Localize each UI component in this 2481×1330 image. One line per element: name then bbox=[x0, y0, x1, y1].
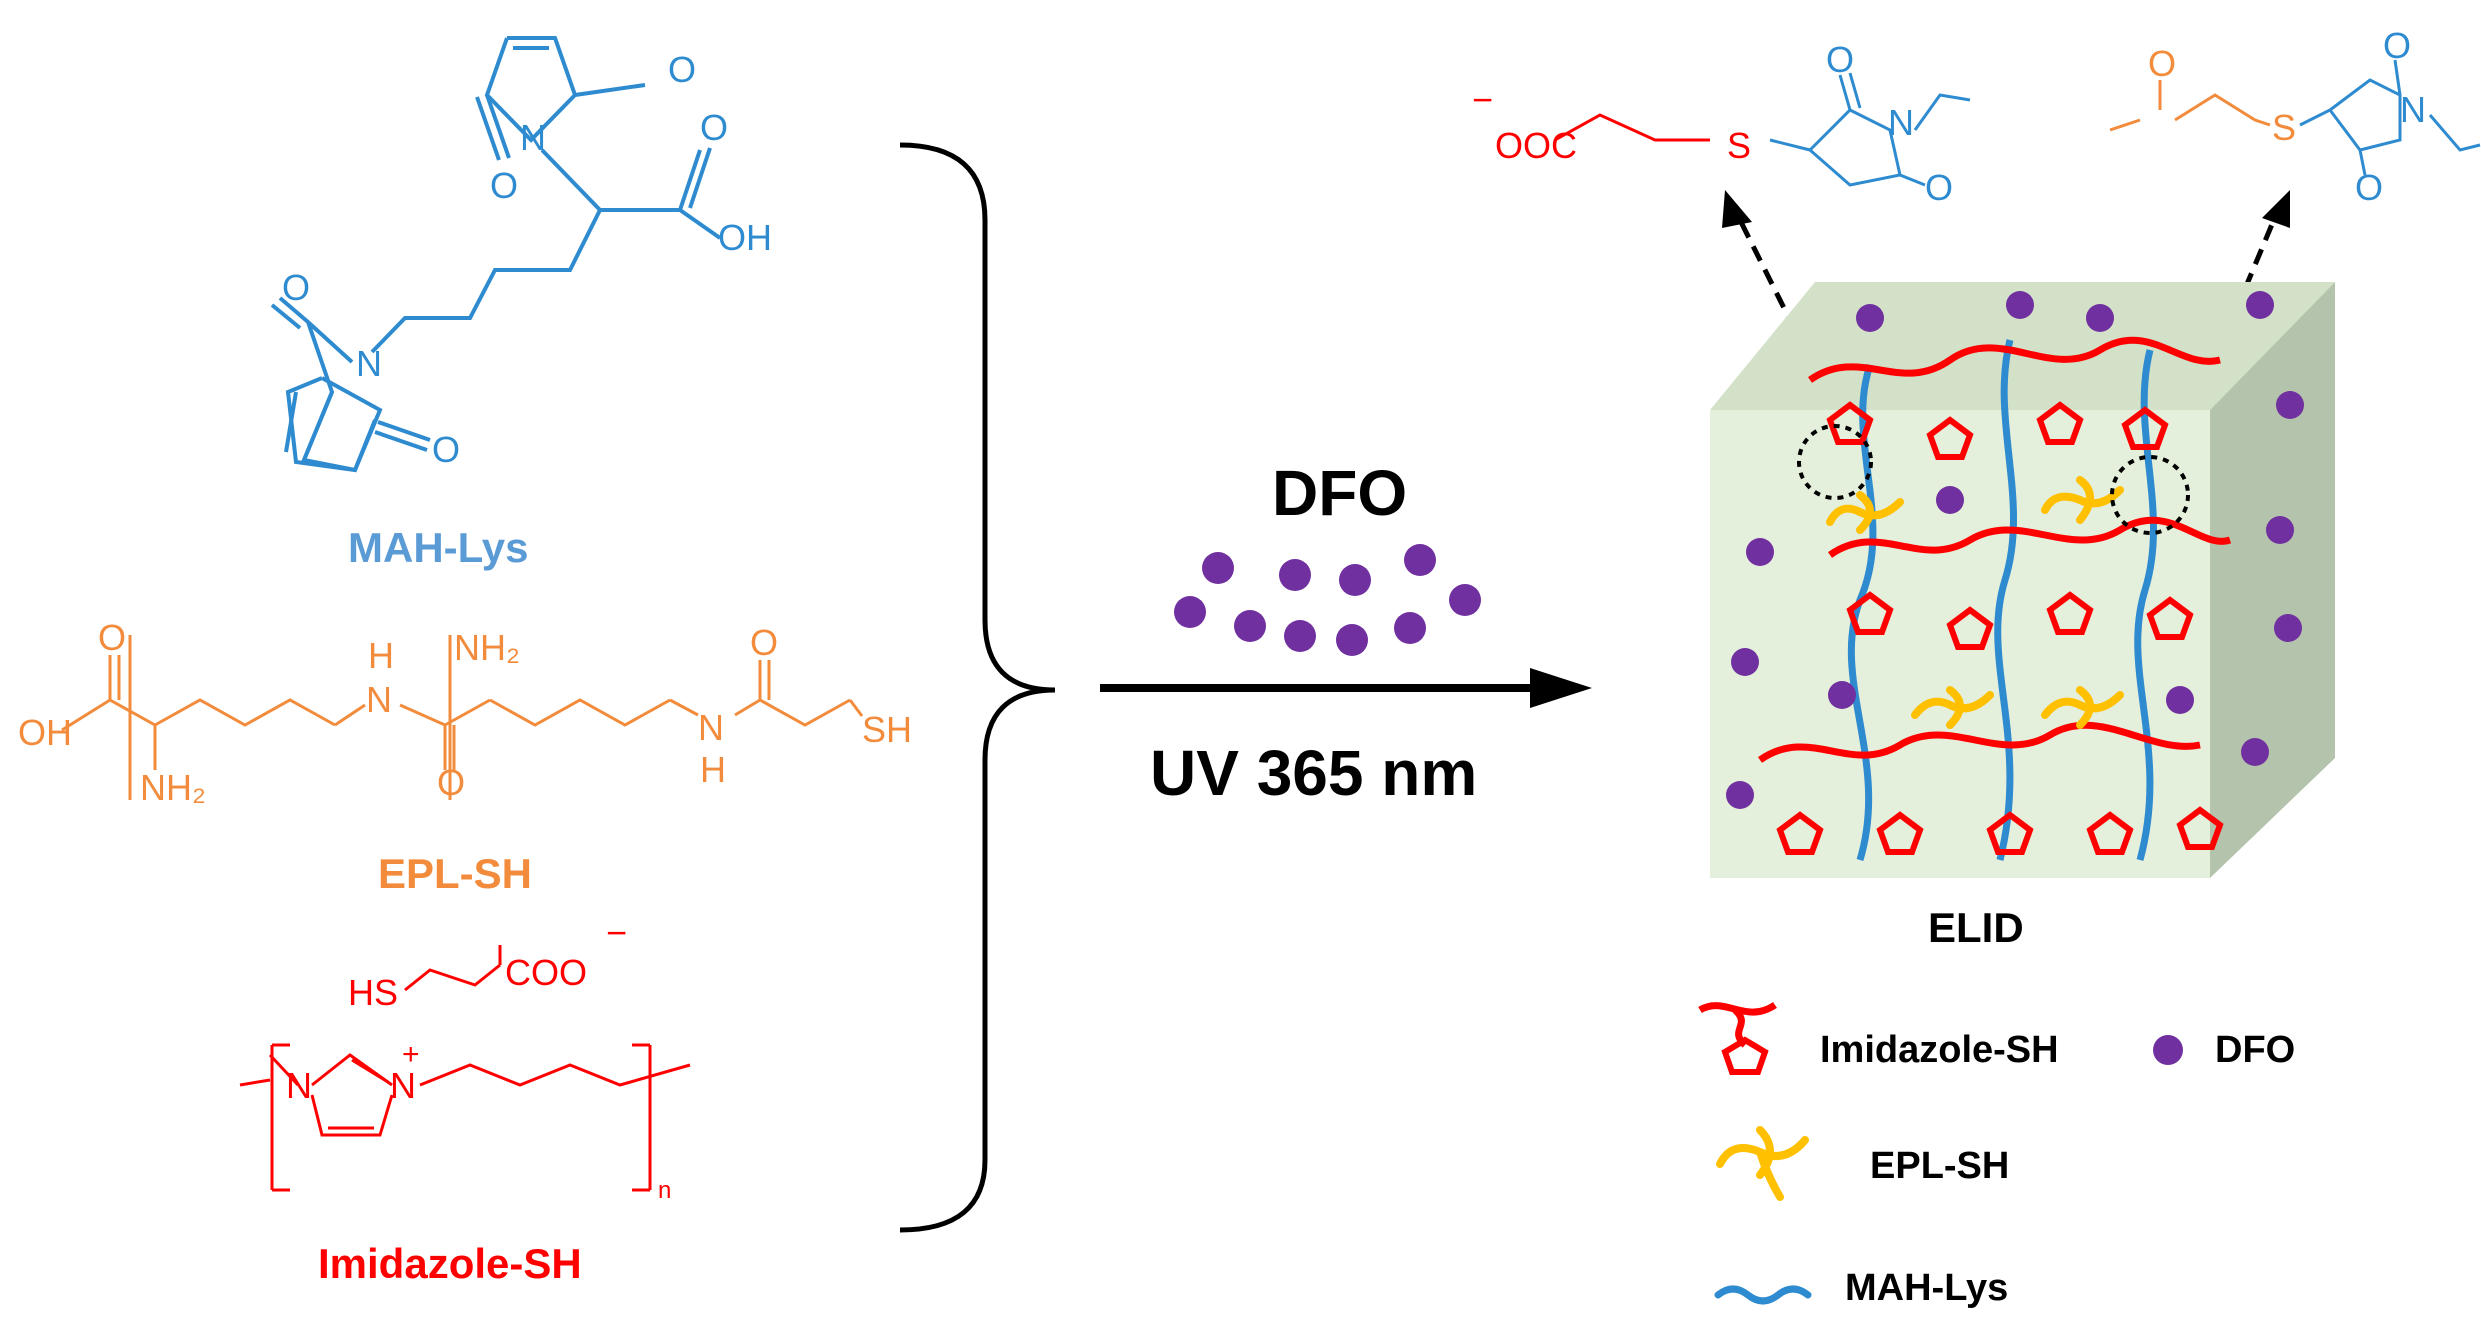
legend-epl-sh-text: EPL-SH bbox=[1870, 1145, 2009, 1187]
svg-text:O: O bbox=[98, 617, 126, 658]
mah-lys-label: MAH-Lys bbox=[348, 524, 528, 571]
svg-text:O: O bbox=[437, 762, 465, 803]
svg-text:O: O bbox=[282, 267, 310, 308]
legend-dfo-text: DFO bbox=[2215, 1029, 2295, 1071]
svg-text:S: S bbox=[2272, 107, 2296, 148]
svg-text:N: N bbox=[520, 117, 546, 158]
legend-mah-lys-icon bbox=[1714, 1285, 1812, 1305]
legend-mah-lys-text: MAH-Lys bbox=[1845, 1267, 2008, 1309]
svg-text:O: O bbox=[750, 622, 778, 663]
legend-dfo-dot bbox=[2153, 1035, 2183, 1065]
svg-text:COO: COO bbox=[505, 952, 587, 993]
epl-sh-atoms: OH O NH₂ H N NH₂ O N H O SH bbox=[18, 617, 912, 808]
svg-text:O: O bbox=[2355, 167, 2383, 208]
legend-imidazole-icon bbox=[1698, 1001, 1777, 1075]
svg-text:O: O bbox=[668, 49, 696, 90]
svg-text:O: O bbox=[490, 165, 518, 206]
svg-text:N: N bbox=[2400, 89, 2426, 130]
pointer-arrow-right bbox=[2162, 209, 2281, 481]
svg-text:H: H bbox=[700, 749, 726, 790]
mah-lys-atoms: O N O O OH O N O bbox=[282, 49, 772, 470]
svg-text:NH₂: NH₂ bbox=[454, 627, 520, 668]
highlight-circle-left bbox=[1797, 424, 1873, 500]
imidazole-sh-atoms: HS COO − N N + n bbox=[286, 912, 671, 1204]
imidazole-sh-label: Imidazole-SH bbox=[318, 1240, 582, 1287]
dfo-dots bbox=[1174, 544, 1481, 656]
reagent-bracket bbox=[899, 142, 1056, 1233]
pointer-arrowhead-right bbox=[2262, 190, 2290, 228]
svg-text:N: N bbox=[356, 343, 382, 384]
svg-text:N: N bbox=[698, 707, 724, 748]
epl-sh-structure bbox=[61, 635, 864, 800]
imidazole-rings bbox=[1776, 401, 2224, 855]
svg-text:OH: OH bbox=[18, 712, 72, 753]
cube-side-face bbox=[2210, 282, 2335, 878]
svg-text:+: + bbox=[402, 1038, 420, 1071]
svg-text:OH: OH bbox=[718, 217, 772, 258]
svg-text:NH₂: NH₂ bbox=[140, 767, 206, 808]
elid-dfo-particles bbox=[1726, 291, 2304, 809]
elid-label: ELID bbox=[1928, 904, 2024, 951]
dfo-reagent-label: DFO bbox=[1272, 457, 1407, 529]
svg-text:N: N bbox=[1888, 102, 1914, 143]
svg-text:O: O bbox=[2148, 43, 2176, 84]
pointer-arrowhead-left bbox=[1722, 190, 1752, 228]
svg-text:OOC: OOC bbox=[1495, 125, 1577, 166]
svg-text:n: n bbox=[658, 1177, 671, 1204]
legend: Imidazole-SH DFO EPL-SH MAH-Lys bbox=[1698, 1001, 2295, 1309]
svg-text:S: S bbox=[1727, 125, 1751, 166]
svg-text:HS: HS bbox=[348, 972, 398, 1013]
product-fragment-right: O O S O N O bbox=[2109, 25, 2481, 208]
imidazole-sh-structure bbox=[239, 945, 691, 1192]
uv-condition-label: UV 365 nm bbox=[1150, 737, 1477, 809]
svg-text:N: N bbox=[390, 1065, 416, 1106]
svg-text:−: − bbox=[1472, 79, 1493, 120]
imidazole-chains bbox=[1757, 336, 2232, 763]
legend-epl-icon bbox=[1716, 1126, 1809, 1201]
svg-text:O: O bbox=[1826, 39, 1854, 80]
highlight-circle-right bbox=[2110, 455, 2190, 535]
elid-hydrogel-cube bbox=[1710, 282, 2335, 878]
reaction-arrowhead bbox=[1530, 668, 1592, 708]
svg-text:SH: SH bbox=[862, 709, 912, 750]
svg-text:N: N bbox=[286, 1065, 312, 1106]
svg-text:O: O bbox=[432, 429, 460, 470]
mah-lys-structure bbox=[270, 36, 722, 473]
svg-text:H: H bbox=[368, 635, 394, 676]
svg-text:−: − bbox=[606, 912, 627, 953]
svg-text:N: N bbox=[366, 679, 392, 720]
svg-text:O: O bbox=[1925, 167, 1953, 208]
svg-text:O: O bbox=[700, 107, 728, 148]
product-fragment-left: OOC − S O N O bbox=[1472, 39, 1971, 208]
svg-text:O: O bbox=[2383, 25, 2411, 66]
epl-crosslinkers bbox=[1826, 476, 2124, 729]
epl-sh-label: EPL-SH bbox=[378, 850, 532, 897]
legend-imidazole-sh-text: Imidazole-SH bbox=[1820, 1029, 2059, 1071]
